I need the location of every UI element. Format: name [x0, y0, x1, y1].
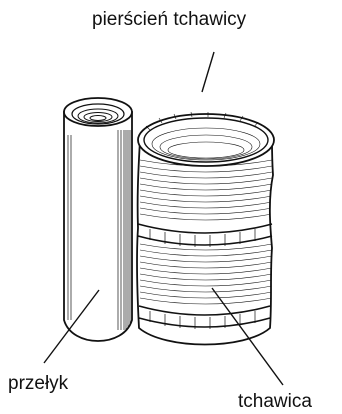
esophagus-tube	[64, 98, 132, 341]
trachea-tube	[137, 112, 274, 345]
leader-line-ring	[202, 52, 214, 92]
